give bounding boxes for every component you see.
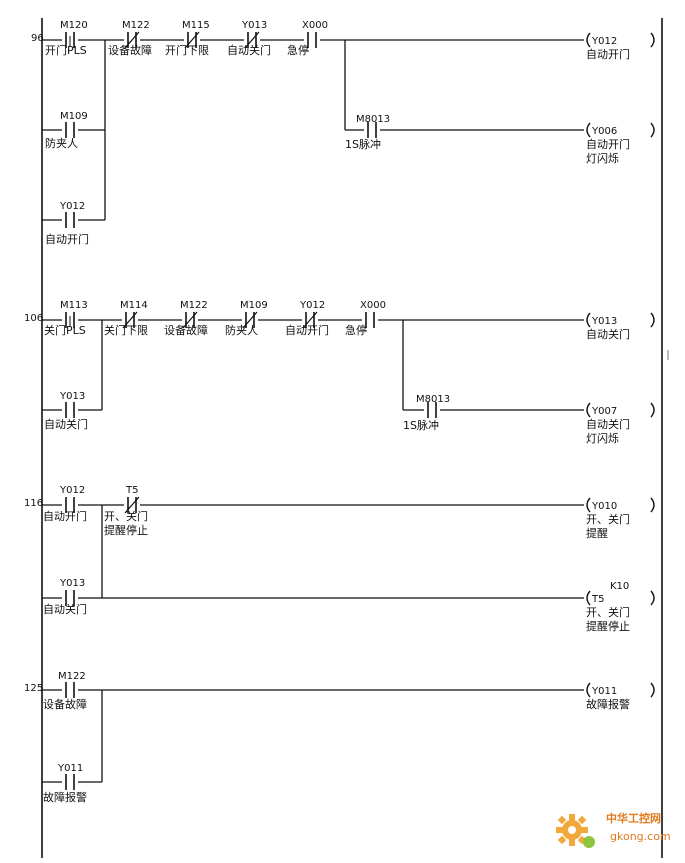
contact-m114-nc (122, 311, 138, 329)
coil-label: 自动开门 (586, 47, 630, 61)
contact-label: 自动关门 (43, 602, 87, 616)
contact-m109-no (65, 122, 75, 138)
contact-label: 开门PLS (45, 43, 87, 57)
coil-address: Y006 (591, 126, 617, 137)
contact-address: Y011 (57, 763, 83, 774)
contact-address: M115 (182, 20, 210, 31)
step-number: 106 (24, 313, 43, 324)
contact-m120-pulse (65, 32, 75, 48)
contact-y011-no (65, 774, 75, 790)
contact-address: Y013 (59, 578, 85, 589)
contact-label: 自动开门 (43, 509, 87, 523)
contact-y013-no (65, 590, 75, 606)
contact-y013-no (65, 402, 75, 418)
contact-label: 急停 (345, 323, 367, 337)
contact-label: 开、关门 (104, 509, 148, 523)
coil-y006 (586, 122, 655, 138)
contact-address: Y012 (59, 201, 85, 212)
contact-label: 设备故障 (108, 43, 152, 57)
contact-label: 1S脉冲 (345, 137, 381, 151)
contact-address: Y013 (241, 20, 267, 31)
coil-label: 提醒 (586, 527, 608, 540)
contact-m122-no (65, 682, 75, 698)
coil-label: 灯闪烁 (586, 431, 619, 445)
contact-y012-no (65, 497, 75, 513)
coil-address: Y013 (591, 316, 617, 327)
coil-label: 开、关门 (586, 512, 630, 526)
step-number: 116 (24, 498, 43, 509)
contact-m122-nc (124, 31, 140, 49)
coil-label: 自动关门 (586, 417, 630, 431)
contact-label: 自动关门 (227, 43, 271, 57)
timer-address: T5 (591, 594, 604, 605)
contact-address: M113 (60, 300, 88, 311)
contact-m113-pulse (65, 312, 75, 328)
contact-label: 关门下限 (104, 323, 148, 337)
contact-address: T5 (125, 485, 138, 496)
coil-address: Y007 (591, 406, 617, 417)
contact-label: 设备故障 (164, 323, 208, 337)
contact-address: M122 (122, 20, 150, 31)
contact-m8013-no (367, 122, 377, 138)
contact-y012-nc (302, 311, 318, 329)
coil-address: Y010 (591, 501, 617, 512)
contact-label: 防夹人 (225, 323, 258, 337)
coil-label: 灯闪烁 (586, 151, 619, 165)
contact-x000-no (365, 312, 375, 328)
contact-address: Y013 (59, 391, 85, 402)
contact-address: X000 (360, 300, 386, 311)
timer-label: 开、关门 (586, 605, 630, 619)
contact-address: M109 (240, 300, 268, 311)
coil-y007 (586, 402, 655, 418)
contact-address: M8013 (416, 394, 450, 405)
contact-address: X000 (302, 20, 328, 31)
watermark: 中华工控网 gkong.com (552, 806, 680, 856)
contact-label: 防夹人 (45, 136, 78, 150)
contact-address: M114 (120, 300, 148, 311)
contact-address: M109 (60, 111, 88, 122)
timer-preset: K10 (610, 581, 629, 592)
coil-y013 (586, 312, 655, 328)
watermark-name: 中华工控网 (606, 812, 661, 825)
contact-label: 1S脉冲 (403, 418, 439, 432)
contact-label: 自动开门 (45, 232, 89, 246)
contact-t5-nc (124, 496, 140, 514)
contact-label: 急停 (287, 43, 309, 57)
step-number: 125 (24, 683, 43, 694)
coil-y011 (586, 682, 655, 698)
contact-address: M122 (58, 671, 86, 682)
coil-address: Y012 (591, 36, 617, 47)
contact-y012-no (65, 212, 75, 228)
gear-icon (556, 814, 595, 848)
contact-label: 关门PLS (44, 323, 86, 337)
coil-address: Y011 (591, 686, 617, 697)
contact-y013-nc (244, 31, 260, 49)
contact-m8013-no (427, 402, 437, 418)
timer-label: 提醒停止 (586, 619, 630, 633)
contact-m122-nc (182, 311, 198, 329)
watermark-url: gkong.com (610, 830, 671, 843)
contact-m115-nc (184, 31, 200, 49)
coil-label: 自动开门 (586, 137, 630, 151)
coil-y010 (586, 497, 655, 513)
coil-label: 故障报警 (586, 697, 630, 711)
contact-address: Y012 (59, 485, 85, 496)
contact-label: 自动开门 (285, 323, 329, 337)
contact-x000-no (307, 32, 317, 48)
contact-label: 自动关门 (44, 417, 88, 431)
timer-t5 (586, 590, 655, 606)
contact-address: Y012 (299, 300, 325, 311)
coil-y012 (586, 32, 655, 48)
coil-label: 自动关门 (586, 327, 630, 341)
contact-label: 设备故障 (43, 697, 87, 711)
contact-label: 开门下限 (165, 43, 209, 57)
contact-m109-nc (242, 311, 258, 329)
contact-address: M120 (60, 20, 88, 31)
contact-label: 提醒停止 (104, 523, 148, 537)
step-number: 96 (31, 33, 44, 44)
contact-label: 故障报警 (43, 790, 87, 804)
contact-address: M8013 (356, 114, 390, 125)
contact-address: M122 (180, 300, 208, 311)
